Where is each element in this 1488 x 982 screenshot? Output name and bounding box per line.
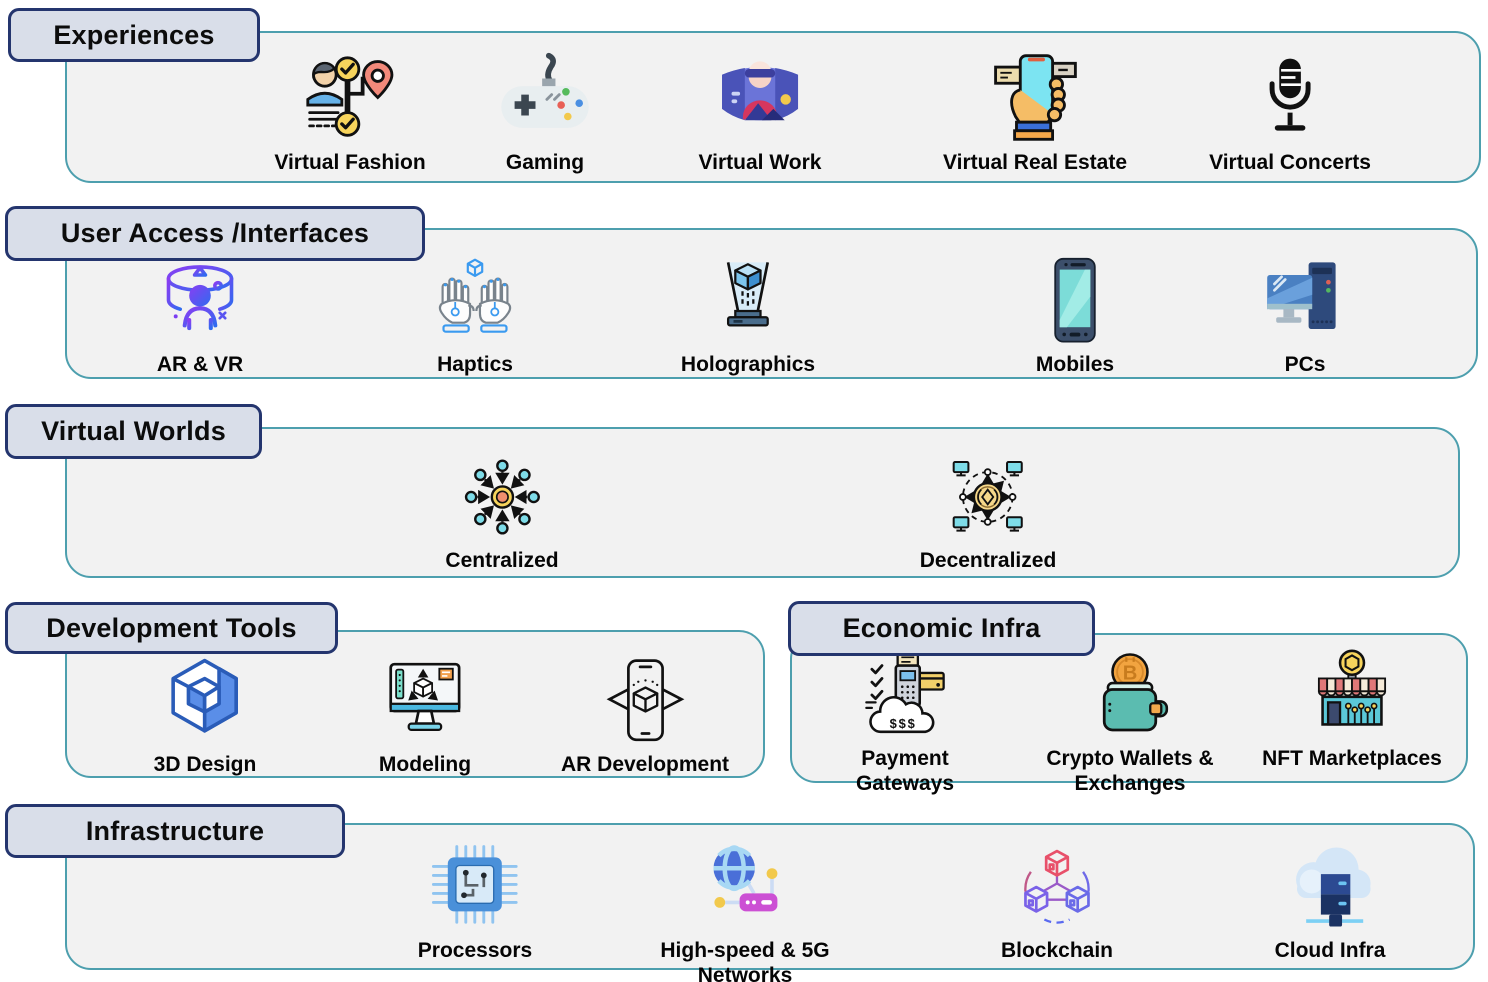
- item-decentralized: Decentralized: [919, 448, 1057, 573]
- virtual-worlds-badge-label: Virtual Worlds: [41, 416, 226, 446]
- item-label: Holographics: [680, 353, 816, 376]
- infrastructure-badge-label: Infrastructure: [85, 815, 265, 846]
- item-label: Haptics: [437, 353, 513, 376]
- ar-vr-icon: [155, 252, 245, 347]
- item-label: Gaming: [505, 151, 585, 174]
- experiences-badge-label: Experiences: [53, 19, 215, 50]
- processor-chip-icon: [430, 838, 520, 933]
- item-label: Virtual Real Estate: [942, 151, 1128, 174]
- holographics-icon: [703, 252, 793, 347]
- decentralized-network-icon: [940, 448, 1036, 543]
- item-label: AR & VR: [156, 353, 244, 376]
- svg-text:B: B: [1123, 662, 1138, 684]
- user-access-badge: User Access /Interfaces: [5, 206, 425, 261]
- item-blockchain: Blockchain: [1001, 838, 1113, 963]
- development-tools-badge: Development Tools: [5, 602, 338, 654]
- svg-text:$$$: $$$: [890, 716, 917, 731]
- mobile-phone-icon: [1030, 252, 1120, 347]
- item-centralized: Centralized: [445, 448, 559, 573]
- virtual-fashion-icon: [298, 50, 402, 145]
- item-label: Processors: [417, 939, 533, 962]
- haptics-icon: [428, 252, 523, 347]
- desktop-pc-icon: [1260, 252, 1350, 347]
- item-label: Cloud Infra: [1274, 939, 1386, 962]
- item-modeling: Modeling: [379, 652, 471, 777]
- economic-infra-badge-label: Economic Infra: [842, 613, 1041, 643]
- virtual-real-estate-icon: [988, 50, 1083, 145]
- item-virtual-real-estate: Virtual Real Estate: [943, 50, 1127, 175]
- item-virtual-concerts: Virtual Concerts: [1209, 50, 1371, 175]
- item-label: Decentralized: [919, 549, 1057, 572]
- item-ar-vr: AR & VR: [155, 252, 245, 377]
- blockchain-icon: [1012, 838, 1102, 933]
- nft-marketplace-icon: [1306, 646, 1398, 741]
- item-processors: Processors: [418, 838, 532, 963]
- item-label: High-speed & 5G Networks: [660, 939, 830, 982]
- item-label: NFT Marketplaces: [1262, 747, 1442, 770]
- item-label: Mobiles: [1035, 353, 1115, 376]
- item-label: 3D Design: [153, 753, 257, 776]
- centralized-network-icon: [456, 448, 548, 543]
- economic-infra-badge: Economic Infra: [788, 601, 1095, 656]
- item-label: Virtual Concerts: [1209, 151, 1371, 174]
- item-crypto-wallets: B Crypto Wallets & Exchanges: [1005, 646, 1255, 796]
- item-payment-gateways: $$$ Payment Gateways: [825, 646, 985, 796]
- item-virtual-fashion: Virtual Fashion: [274, 50, 426, 175]
- item-gaming: Gaming: [498, 50, 593, 175]
- user-access-badge-label: User Access /Interfaces: [60, 218, 370, 248]
- item-label: Payment Gateways: [855, 747, 955, 796]
- payment-gateways-icon: $$$: [859, 646, 951, 741]
- infrastructure-badge: Infrastructure: [5, 804, 345, 858]
- item-holographics: Holographics: [681, 252, 815, 377]
- item-label: Modeling: [378, 753, 472, 776]
- experiences-badge: Experiences: [8, 8, 260, 62]
- development-tools-badge-label: Development Tools: [46, 612, 297, 643]
- item-label: Blockchain: [1000, 939, 1114, 962]
- item-label: AR Development: [560, 753, 730, 776]
- item-cloud-infra: Cloud Infra: [1274, 838, 1386, 963]
- item-mobiles: Mobiles: [1030, 252, 1120, 377]
- item-label: Crypto Wallets & Exchanges: [1046, 747, 1214, 796]
- virtual-work-icon: [713, 50, 808, 145]
- item-label: Centralized: [445, 549, 559, 572]
- item-5g-networks: High-speed & 5G Networks: [630, 838, 860, 982]
- 5g-network-icon: [700, 838, 790, 933]
- item-3d-design: 3D Design: [153, 652, 257, 777]
- gaming-icon: [498, 50, 593, 145]
- virtual-worlds-container: [65, 427, 1460, 578]
- item-ar-development: AR Development: [561, 652, 729, 777]
- item-label: Virtual Fashion: [274, 151, 426, 174]
- item-label: PCs: [1284, 353, 1326, 376]
- modeling-icon: [380, 652, 470, 747]
- item-pcs: PCs: [1260, 252, 1350, 377]
- virtual-concerts-icon: [1245, 50, 1335, 145]
- item-nft-marketplaces: NFT Marketplaces: [1257, 646, 1447, 771]
- item-haptics: Haptics: [428, 252, 523, 377]
- item-virtual-work: Virtual Work: [698, 50, 822, 175]
- crypto-wallet-icon: B: [1084, 646, 1176, 741]
- 3d-design-icon: [160, 652, 250, 747]
- item-label: Virtual Work: [698, 151, 822, 174]
- virtual-worlds-badge: Virtual Worlds: [5, 404, 262, 459]
- cloud-infrastructure-icon: [1282, 838, 1377, 933]
- ar-development-icon: [598, 652, 693, 747]
